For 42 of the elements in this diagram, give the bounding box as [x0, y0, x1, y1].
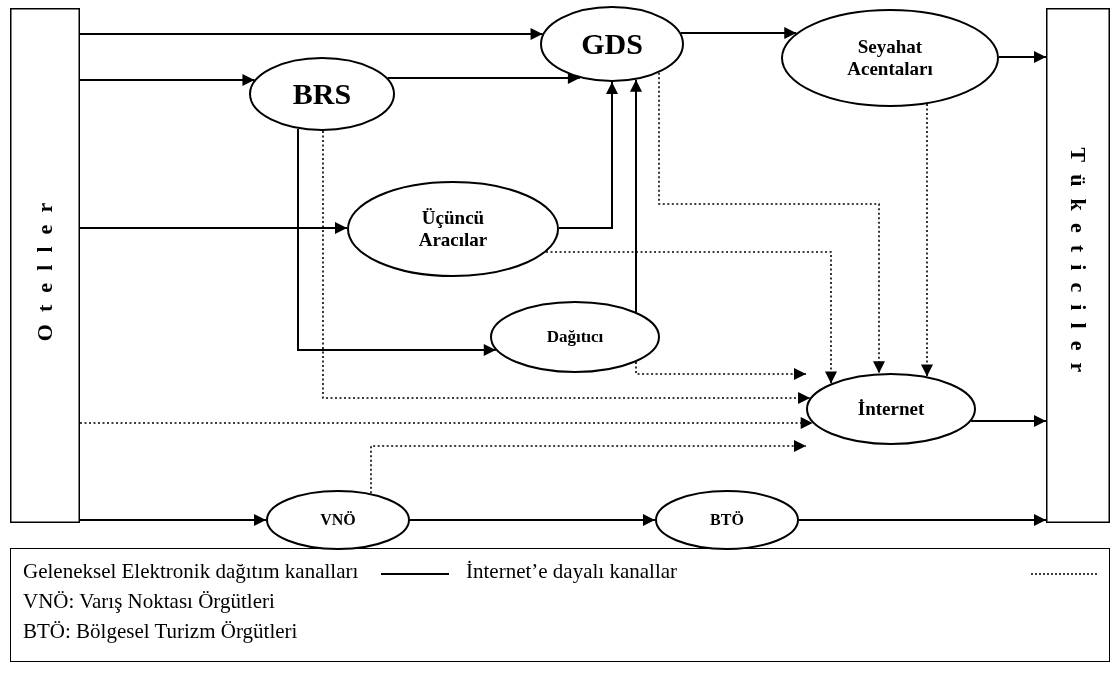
ellipse-node	[490, 301, 660, 373]
arrow	[630, 78, 642, 313]
ellipse-node	[347, 181, 559, 277]
ellipse-node	[249, 57, 395, 131]
arrow	[370, 440, 807, 495]
legend-note: BTÖ: Bölgesel Turizm Örgütleri	[23, 619, 298, 644]
arrow	[635, 361, 807, 380]
arrow	[322, 130, 811, 404]
node-label: Üçüncü Aracılar	[417, 207, 489, 251]
ellipse-node	[781, 9, 999, 107]
arrow	[679, 27, 798, 39]
ellipse-node	[806, 373, 976, 445]
arrow	[79, 74, 256, 86]
legend-text: İnternet’e dayalı kanallar	[466, 559, 678, 584]
column-box	[10, 8, 80, 523]
legend-text: Geleneksel Elektronik dağıtım kanalları	[23, 559, 359, 584]
arrow	[970, 415, 1047, 427]
ellipse-node	[655, 490, 799, 550]
arrow	[409, 514, 656, 526]
arrow	[297, 127, 497, 356]
arrow	[798, 514, 1047, 526]
arrow	[658, 72, 885, 375]
node-label: Oteller	[32, 190, 58, 341]
arrow	[79, 514, 267, 526]
arrow	[558, 81, 618, 229]
node-label: BTÖ	[710, 510, 744, 530]
node-label: Tüketiciler	[1065, 147, 1091, 384]
arrow	[79, 28, 544, 40]
ellipse-node	[266, 490, 410, 550]
node-label: GDS	[581, 26, 643, 62]
node-label: İnternet	[857, 398, 925, 420]
arrow	[921, 103, 933, 378]
node-label: VNÖ	[320, 510, 356, 530]
arrow	[998, 51, 1047, 63]
ellipse-node	[540, 6, 684, 82]
legend-note: VNÖ: Varış Noktası Örgütleri	[23, 589, 275, 614]
node-label: Seyahat Acentaları	[846, 36, 934, 80]
arrow	[79, 222, 348, 234]
node-label: BRS	[292, 76, 352, 112]
node-label: Dağıtıcı	[546, 327, 604, 347]
column-box	[1046, 8, 1110, 523]
arrow	[545, 251, 837, 385]
